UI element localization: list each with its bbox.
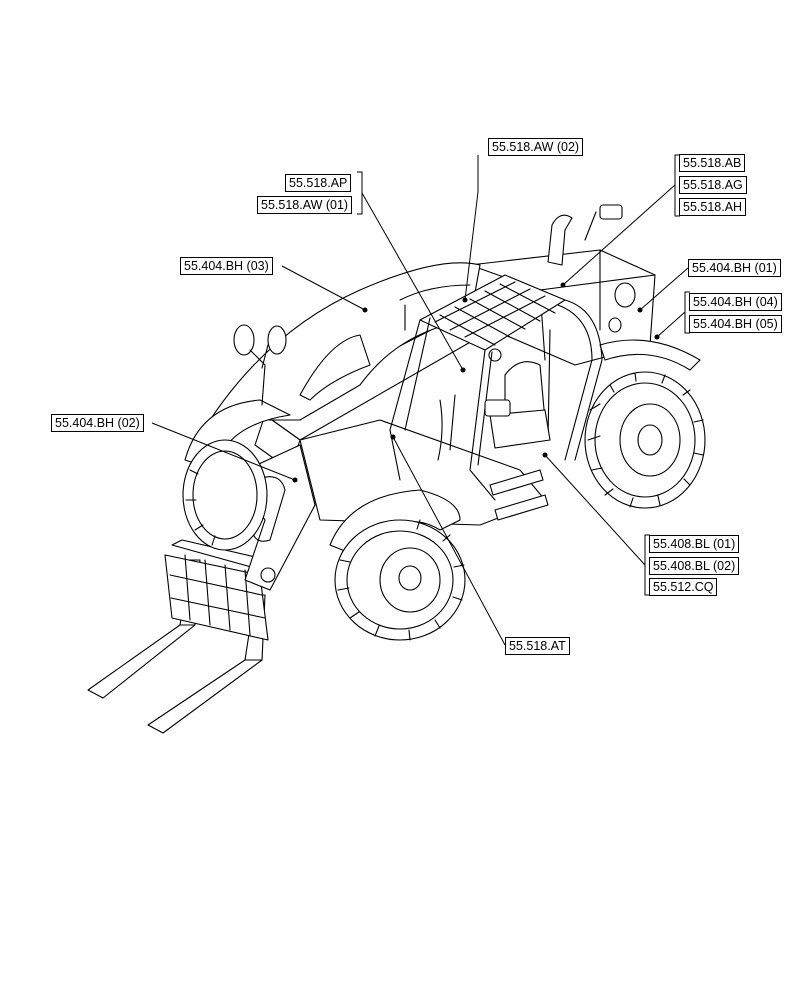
leader-lines: [151, 154, 690, 646]
callout-55-512-cq[interactable]: 55.512.CQ: [649, 578, 718, 596]
callout-55-404-bh-02[interactable]: 55.404.BH (02): [51, 414, 144, 432]
pallet-forks: [87, 539, 269, 734]
callout-55-518-aw-02[interactable]: 55.518.AW (02): [488, 138, 584, 156]
callout-55-404-bh-04[interactable]: 55.404.BH (04): [689, 293, 782, 311]
chassis: [184, 204, 701, 591]
callout-55-518-ab[interactable]: 55.518.AB: [679, 154, 746, 172]
callout-55-408-bl-02[interactable]: 55.408.BL (02): [649, 557, 740, 575]
callout-55-518-ap[interactable]: 55.518.AP: [285, 174, 352, 192]
operator-cab: [389, 274, 603, 521]
callout-55-518-ag[interactable]: 55.518.AG: [679, 176, 747, 194]
callout-55-518-ah[interactable]: 55.518.AH: [679, 198, 747, 216]
rear-wheel: [584, 371, 706, 509]
callout-55-404-bh-01[interactable]: 55.404.BH (01): [688, 259, 781, 277]
front-wheels: [182, 439, 466, 641]
callout-55-518-at[interactable]: 55.518.AT: [505, 637, 570, 655]
callout-55-404-bh-03[interactable]: 55.404.BH (03): [180, 257, 273, 275]
callout-55-518-aw-01[interactable]: 55.518.AW (01): [257, 196, 353, 214]
callout-55-408-bl-01[interactable]: 55.408.BL (01): [649, 535, 740, 553]
callout-55-404-bh-05[interactable]: 55.404.BH (05): [689, 315, 782, 333]
